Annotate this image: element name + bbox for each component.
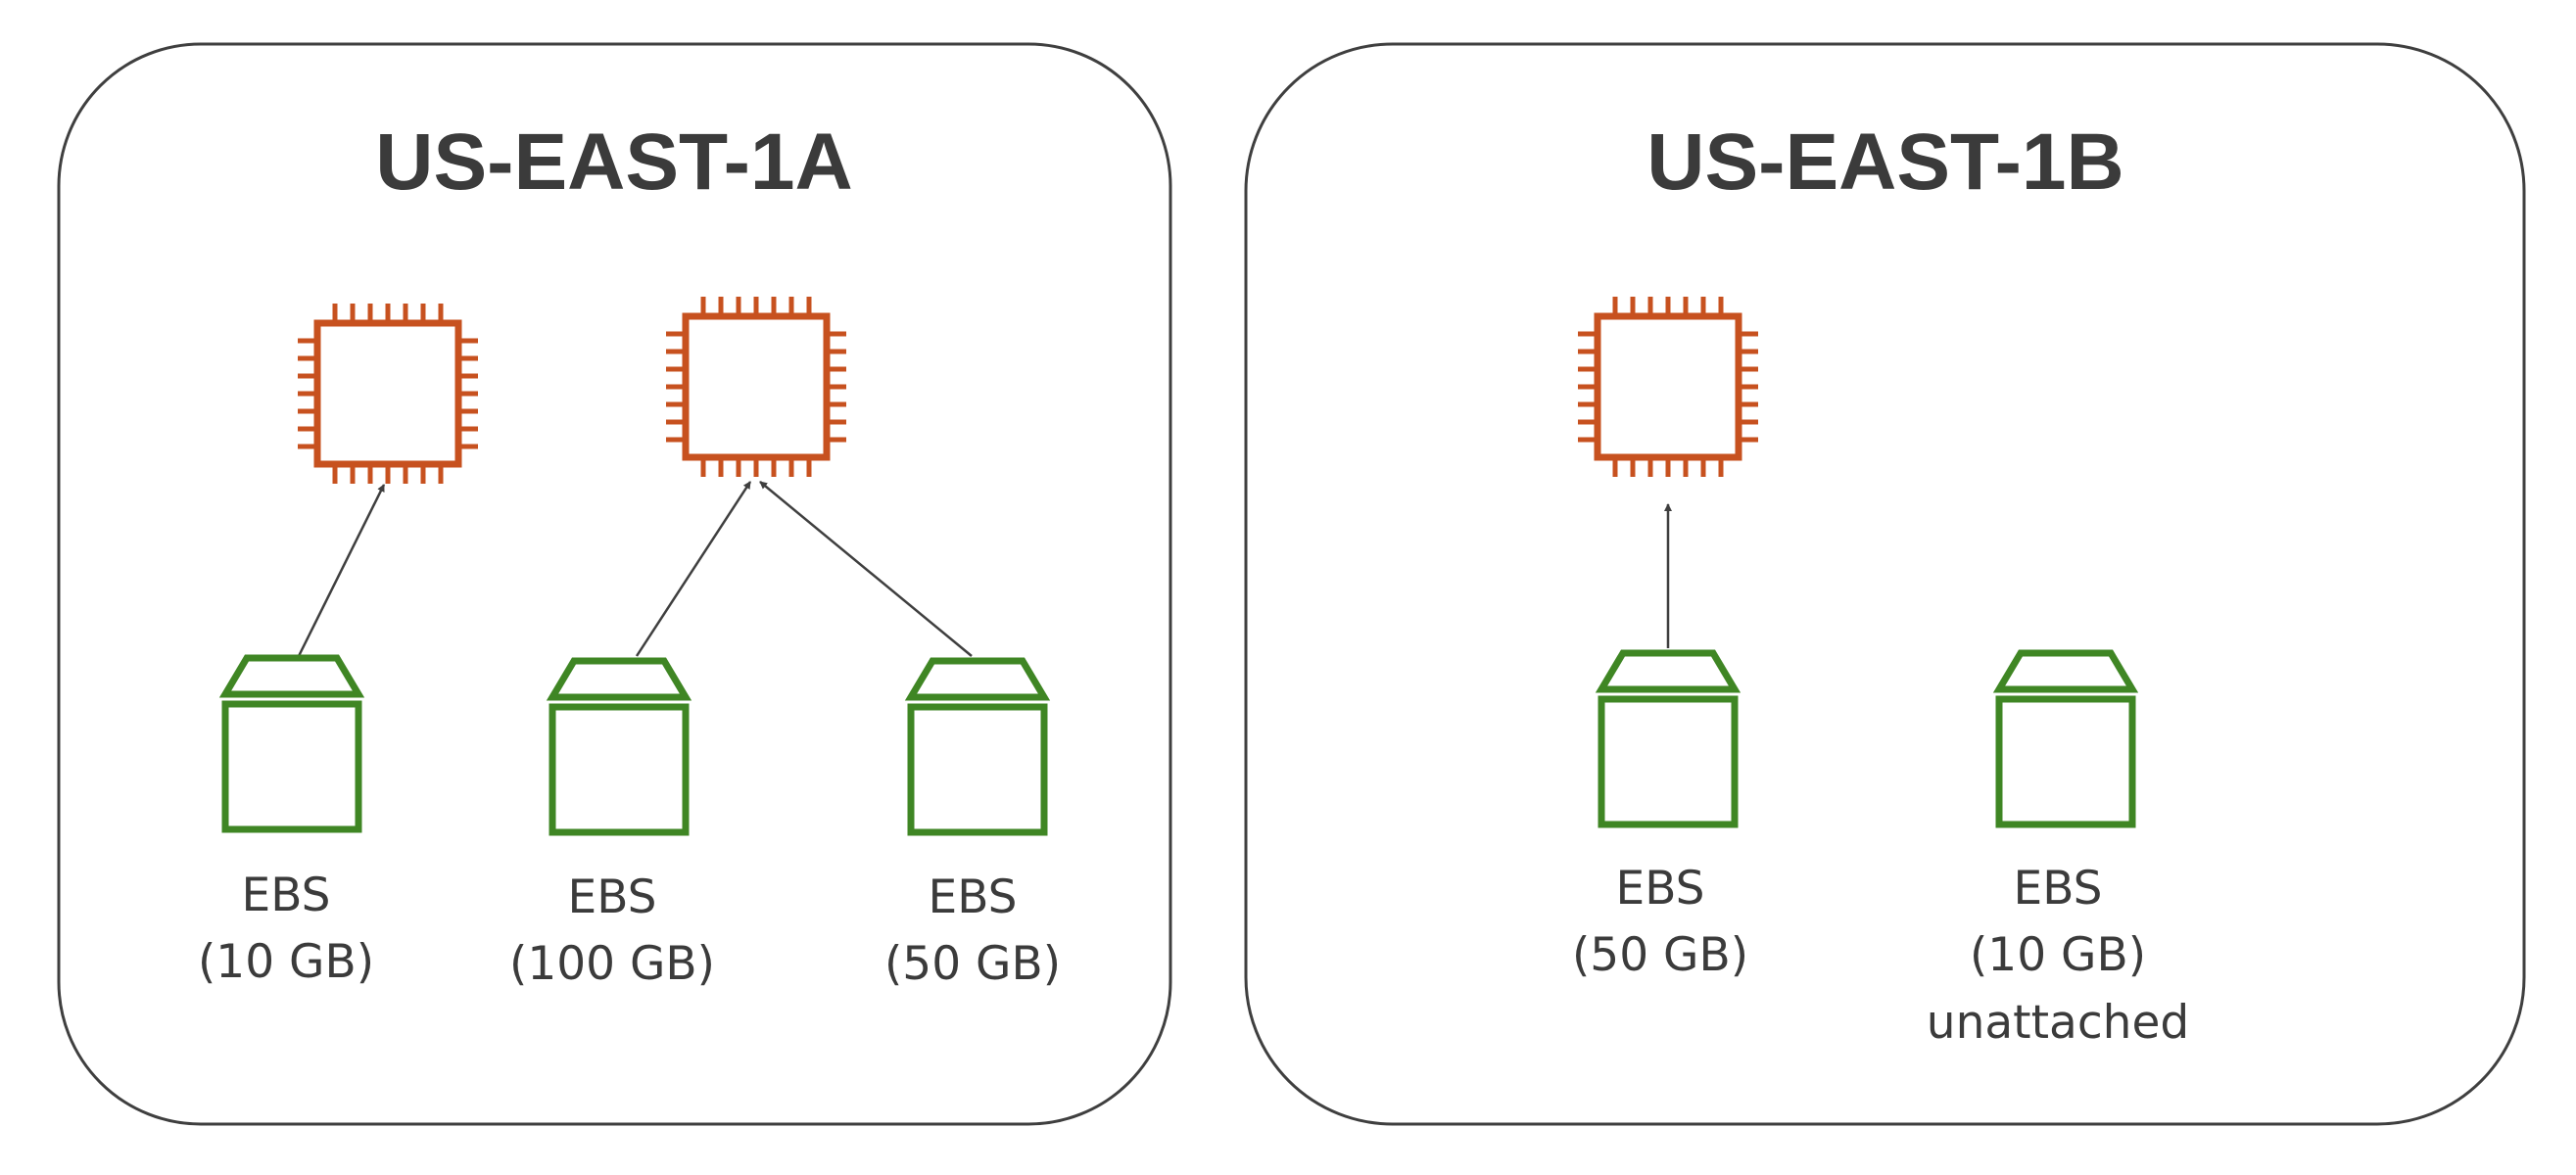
zone-us-east-1a: US-EAST-1A EBS (10 GB) EBS (100 GB) EBS … (57, 42, 1172, 1126)
ebs-volume-name: EBS (242, 869, 331, 922)
ebs-volume-size: (50 GB) (1572, 928, 1748, 982)
attachment-arrow (297, 484, 386, 657)
zone-us-east-1b-frame (1244, 42, 2526, 1126)
ebs-volume-size: (10 GB) (1970, 928, 2146, 982)
attachment-arrow (635, 481, 752, 657)
zone-us-east-1b-title: US-EAST-1B (1646, 118, 2124, 207)
ebs-volume-size: (50 GB) (884, 937, 1061, 991)
ebs-volume-name: EBS (929, 870, 1018, 924)
ebs-volume-size: (100 GB) (509, 937, 715, 991)
zone-us-east-1a-title: US-EAST-1A (375, 118, 853, 207)
ebs-volume-name: EBS (2014, 862, 2103, 916)
ebs-volume-name: EBS (1616, 862, 1705, 916)
ebs-volume-size: (10 GB) (198, 935, 374, 989)
zone-us-east-1b: US-EAST-1B EBS (50 GB) EBS (10 GB) unatt… (1244, 42, 2526, 1126)
attachment-arrow (759, 481, 973, 657)
ebs-volume-status: unattached (1927, 996, 2189, 1050)
ebs-volume-name: EBS (568, 870, 657, 924)
